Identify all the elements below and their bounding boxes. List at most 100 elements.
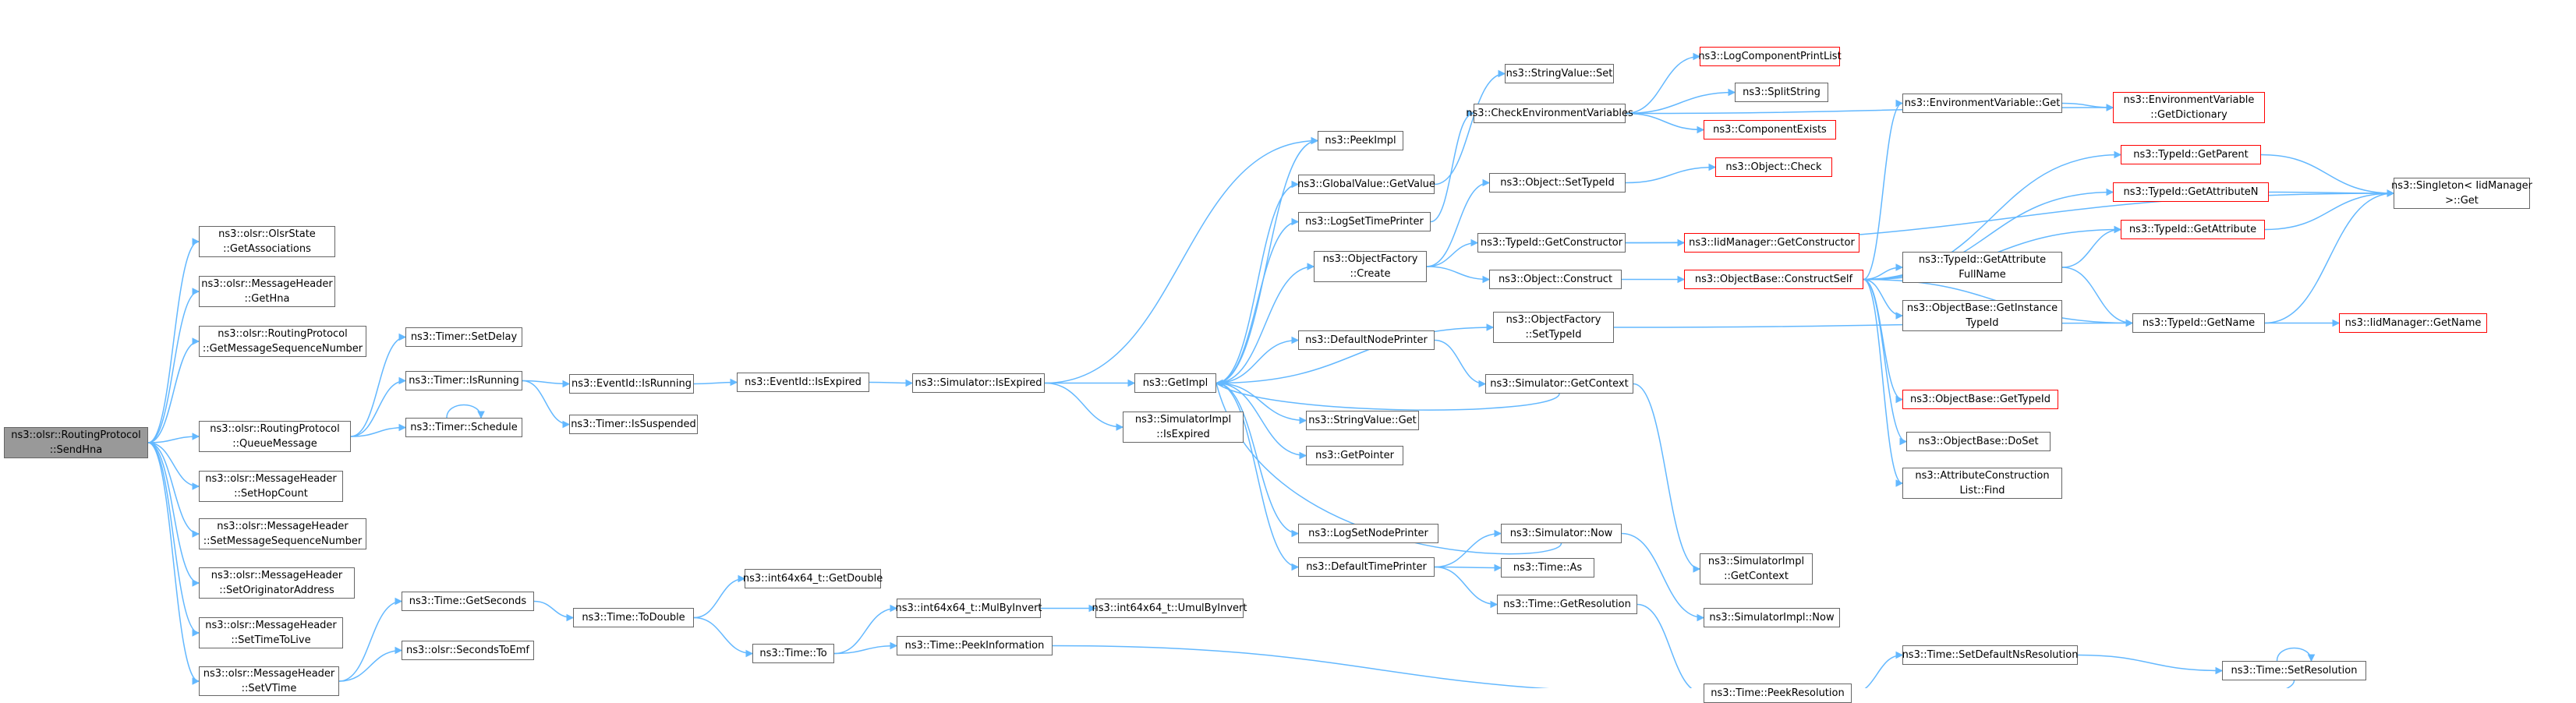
graph-node-mulbyinvert[interactable]: ns3::int64x64_t::MulByInvert <box>896 599 1042 618</box>
graph-node-objfactorysettypeid[interactable]: ns3::ObjectFactory::SetTypeId <box>1493 312 1614 343</box>
graph-node-iidgetname[interactable]: ns3::IidManager::GetName <box>2339 313 2487 333</box>
graph-node-doset[interactable]: ns3::ObjectBase::DoSet <box>1906 432 2051 451</box>
graph-node-typeidgetname[interactable]: ns3::TypeId::GetName <box>2132 313 2265 333</box>
graph-node-label: ns3::ComponentExists <box>1713 124 1827 136</box>
graph-node-envgetdict[interactable]: ns3::EnvironmentVariable::GetDictionary <box>2113 92 2265 123</box>
graph-node-label: ns3::Timer::Schedule <box>410 422 518 433</box>
graph-node-singletonget[interactable]: ns3::Singleton< IidManager >::Get <box>2391 178 2532 209</box>
graph-node-label: ::GetHna <box>244 293 290 305</box>
graph-node-defaultnodeprinter[interactable]: ns3::DefaultNodePrinter <box>1298 330 1435 350</box>
graph-node-setvtime[interactable]: ns3::olsr::MessageHeader::SetVTime <box>199 666 339 696</box>
graph-node-label: ns3::Timer::IsSuspended <box>571 419 696 430</box>
graph-node-getassoc[interactable]: ns3::olsr::OlsrState::GetAssociations <box>199 226 335 257</box>
graph-node-typeidgetparent[interactable]: ns3::TypeId::GetParent <box>2121 145 2261 164</box>
graph-node-getimpl[interactable]: ns3::GetImpl <box>1134 373 1216 393</box>
graph-node-stringvalueget[interactable]: ns3::StringValue::Get <box>1306 411 1419 430</box>
graph-node-simnow[interactable]: ns3::Simulator::Now <box>1501 524 1622 543</box>
graph-node-label: ns3::EnvironmentVariable::Get <box>1904 97 2061 109</box>
call-edge-arrowhead <box>1490 600 1499 609</box>
graph-node-queuemsg[interactable]: ns3::olsr::RoutingProtocol::QueueMessage <box>199 421 351 452</box>
call-edge <box>147 291 200 443</box>
graph-node-timegetres[interactable]: ns3::Time::GetResolution <box>1497 595 1637 614</box>
graph-node-label: ns3::Timer::SetDelay <box>410 331 518 343</box>
graph-node-timersuspended[interactable]: ns3::Timer::IsSuspended <box>569 415 698 434</box>
graph-node-objsettypeid[interactable]: ns3::Object::SetTypeId <box>1489 173 1626 193</box>
call-edge-arrowhead <box>730 378 738 387</box>
graph-node-typeidgetattr[interactable]: ns3::TypeId::GetAttribute <box>2121 220 2265 239</box>
graph-node-label: List::Find <box>1959 485 2005 496</box>
graph-node-globalvalue[interactable]: ns3::GlobalValue::GetValue <box>1297 175 1435 194</box>
call-edge <box>350 380 406 437</box>
graph-node-timegetseconds[interactable]: ns3::Time::GetSeconds <box>402 592 534 611</box>
graph-node-defaulttimeprinter[interactable]: ns3::DefaultTimePrinter <box>1298 557 1435 577</box>
graph-node-peekimpl[interactable]: ns3::PeekImpl <box>1318 131 1403 150</box>
graph-node-label: ns3::EnvironmentVariable <box>2123 94 2255 106</box>
graph-node-label: ::GetContext <box>1724 571 1789 582</box>
call-edge-arrowhead <box>1291 563 1300 571</box>
graph-node-iidgetconstructor[interactable]: ns3::IidManager::GetConstructor <box>1684 233 1859 253</box>
graph-node-checkenv[interactable]: ns3::CheckEnvironmentVariables <box>1466 104 1633 123</box>
call-edge-arrowhead <box>562 420 571 429</box>
graph-node-objfactorycreate[interactable]: ns3::ObjectFactory::Create <box>1314 251 1427 282</box>
graph-node-logcompprint[interactable]: ns3::LogComponentPrintList <box>1698 47 1842 66</box>
graph-node-envget[interactable]: ns3::EnvironmentVariable::Get <box>1902 94 2062 113</box>
call-edge <box>1215 221 1299 384</box>
graph-node-simimplgetcontext[interactable]: ns3::SimulatorImpl::GetContext <box>1700 553 1813 585</box>
graph-node-peekinfo[interactable]: ns3::Time::PeekInformation <box>897 636 1053 655</box>
graph-node-timesetres[interactable]: ns3::Time::SetResolution <box>2222 661 2366 680</box>
graph-node-gethna[interactable]: ns3::olsr::MessageHeader::GetHna <box>199 276 335 307</box>
graph-node-splitstring[interactable]: ns3::SplitString <box>1735 83 1828 102</box>
graph-node-objbasegettypeid[interactable]: ns3::ObjectBase::GetTypeId <box>1902 390 2058 409</box>
graph-node-objcheck[interactable]: ns3::Object::Check <box>1715 157 1832 177</box>
call-edge <box>1426 242 1478 267</box>
call-edge-arrowhead <box>2215 666 2224 675</box>
call-edge-arrowhead <box>745 649 754 658</box>
graph-node-simimplnow[interactable]: ns3::SimulatorImpl::Now <box>1704 608 1840 627</box>
graph-node-timerdelay[interactable]: ns3::Timer::SetDelay <box>405 327 522 347</box>
graph-node-logsettimeprinter[interactable]: ns3::LogSetTimePrinter <box>1298 212 1431 231</box>
graph-node-root[interactable]: ns3::olsr::RoutingProtocol::SendHna <box>4 427 148 458</box>
graph-node-compexists[interactable]: ns3::ComponentExists <box>1704 120 1836 140</box>
call-edge <box>1863 278 1903 484</box>
graph-node-simimplexpired[interactable]: ns3::SimulatorImpl::IsExpired <box>1123 412 1244 443</box>
graph-node-stringvalueset[interactable]: ns3::StringValue::Set <box>1505 64 1614 83</box>
graph-node-logsetnodeprinter[interactable]: ns3::LogSetNodePrinter <box>1298 524 1438 543</box>
graph-node-timetodouble[interactable]: ns3::Time::ToDouble <box>573 608 694 627</box>
graph-node-setorig[interactable]: ns3::olsr::MessageHeader::SetOriginatorA… <box>199 567 355 599</box>
graph-node-umulbyinvert[interactable]: ns3::int64x64_t::UmulByInvert <box>1092 599 1247 618</box>
graph-node-timerschedule[interactable]: ns3::Timer::Schedule <box>405 418 522 437</box>
graph-node-objconstruct[interactable]: ns3::Object::Construct <box>1489 270 1622 289</box>
graph-node-typeidgetattrn[interactable]: ns3::TypeId::GetAttributeN <box>2113 182 2269 202</box>
call-edge-arrowhead <box>1088 604 1097 613</box>
graph-node-simexpired[interactable]: ns3::Simulator::IsExpired <box>912 373 1045 393</box>
graph-node-getpointer[interactable]: ns3::GetPointer <box>1306 446 1403 465</box>
call-edge-arrowhead <box>1291 217 1300 226</box>
graph-node-setmsn[interactable]: ns3::olsr::MessageHeader::SetMessageSequ… <box>199 518 366 549</box>
graph-node-timeas[interactable]: ns3::Time::As <box>1501 558 1594 578</box>
graph-node-peekres[interactable]: ns3::Time::PeekResolution <box>1704 684 1852 703</box>
call-edge-arrowhead <box>192 238 200 246</box>
graph-node-label: ns3::Time::As <box>1513 562 1583 574</box>
graph-node-eventexpired[interactable]: ns3::EventId::IsExpired <box>737 373 869 392</box>
graph-node-setttl[interactable]: ns3::olsr::MessageHeader::SetTimeToLive <box>199 617 343 648</box>
graph-node-sethop[interactable]: ns3::olsr::MessageHeader::SetHopCount <box>199 471 343 502</box>
graph-node-simgetcontext[interactable]: ns3::Simulator::GetContext <box>1485 374 1633 394</box>
graph-node-eventrunning[interactable]: ns3::EventId::IsRunning <box>569 374 694 394</box>
graph-node-setdefaultnsres[interactable]: ns3::Time::SetDefaultNsResolution <box>1902 645 2078 665</box>
graph-node-getmsn[interactable]: ns3::olsr::RoutingProtocol::GetMessageSe… <box>199 326 366 357</box>
call-edge <box>1215 382 1299 568</box>
call-edge-arrowhead <box>1299 416 1307 425</box>
graph-node-timerrunning[interactable]: ns3::Timer::IsRunning <box>405 371 522 390</box>
graph-node-int64getdouble[interactable]: ns3::int64x64_t::GetDouble <box>743 569 883 588</box>
call-edge-arrowhead <box>1291 529 1300 538</box>
call-edge-arrowhead <box>2114 150 2122 159</box>
graph-node-typeidgetconstructor[interactable]: ns3::TypeId::GetConstructor <box>1477 233 1626 253</box>
graph-node-label: ns3::SplitString <box>1743 87 1821 98</box>
graph-node-label: >::Get <box>2445 195 2479 207</box>
graph-node-constructself[interactable]: ns3::ObjectBase::ConstructSelf <box>1684 270 1863 289</box>
graph-node-timeto[interactable]: ns3::Time::To <box>752 644 834 663</box>
graph-node-secondstoemf[interactable]: ns3::olsr::SecondsToEmf <box>402 641 534 660</box>
